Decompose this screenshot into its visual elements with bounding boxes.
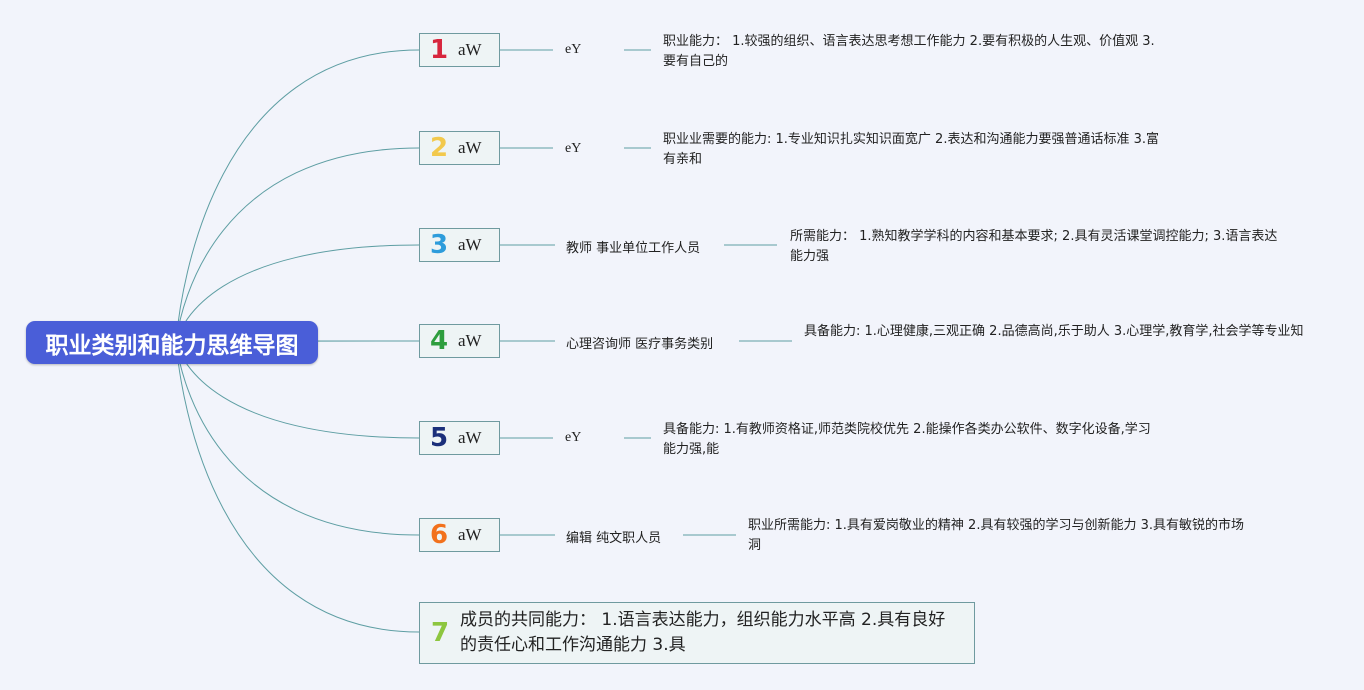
branch-label: aW bbox=[458, 428, 482, 447]
desc-node-6[interactable]: 职业所需能力: 1.具有爱岗敬业的精神 2.具有较强的学习与创新能力 3.具有敏… bbox=[748, 518, 1244, 553]
desc-node-5[interactable]: 具备能力: 1.有教师资格证,师范类院校优先 2.能操作各类办公软件、数字化设备… bbox=[663, 422, 1151, 457]
branch-label: aW bbox=[458, 235, 482, 254]
branch-connector bbox=[175, 341, 420, 633]
branch-connector bbox=[175, 341, 420, 536]
branch-label: aW bbox=[458, 525, 482, 544]
branch-node-7[interactable]: 7 成员的共同能力： 1.语言表达能力，组织能力水平高 2.具有良好的责任心和工… bbox=[419, 602, 975, 664]
desc-node-3[interactable]: 所需能力： 1.熟知教学学科的内容和基本要求; 2.具有灵活课堂调控能力; 3.… bbox=[790, 229, 1278, 264]
root-node[interactable]: 职业类别和能力思维导图 bbox=[26, 321, 318, 364]
sub-node-6[interactable]: 编辑 纯文职人员 bbox=[566, 531, 662, 546]
desc-node-1[interactable]: 职业能力： 1.较强的组织、语言表达思考想工作能力 2.要有积极的人生观、价值观… bbox=[663, 34, 1155, 69]
sub-node-1[interactable]: eY bbox=[565, 42, 582, 57]
branch-connector bbox=[175, 147, 420, 343]
branch-node-5[interactable]: 5 aW bbox=[419, 421, 500, 455]
number-7-icon: 7 bbox=[430, 618, 450, 648]
branch-node-3[interactable]: 3 aW bbox=[419, 228, 500, 262]
number-3-icon: 3 bbox=[429, 230, 449, 260]
desc-node-2[interactable]: 职业业需要的能力: 1.专业知识扎实知识面宽广 2.表达和沟通能力要强普通话标准… bbox=[663, 132, 1159, 167]
branch-7-text: 成员的共同能力： 1.语言表达能力，组织能力水平高 2.具有良好的责任心和工作沟… bbox=[460, 610, 946, 655]
sub-node-5[interactable]: eY bbox=[565, 430, 582, 445]
desc-node-4[interactable]: 具备能力: 1.心理健康,三观正确 2.品德高尚,乐于助人 3.心理学,教育学,… bbox=[804, 324, 1304, 339]
sub-node-4[interactable]: 心理咨询师 医疗事务类别 bbox=[566, 337, 714, 352]
branch-node-1[interactable]: 1 aW bbox=[419, 33, 500, 67]
number-2-icon: 2 bbox=[429, 133, 449, 163]
number-6-icon: 6 bbox=[429, 520, 449, 550]
branch-connector bbox=[175, 49, 420, 343]
sub-node-2[interactable]: eY bbox=[565, 141, 582, 156]
branch-node-4[interactable]: 4 aW bbox=[419, 324, 500, 358]
branch-label: aW bbox=[458, 40, 482, 59]
branch-node-2[interactable]: 2 aW bbox=[419, 131, 500, 165]
number-5-icon: 5 bbox=[429, 423, 449, 453]
number-1-icon: 1 bbox=[429, 35, 449, 65]
branch-node-6[interactable]: 6 aW bbox=[419, 518, 500, 552]
branch-label: aW bbox=[458, 331, 482, 350]
number-4-icon: 4 bbox=[429, 326, 449, 356]
branch-label: aW bbox=[458, 138, 482, 157]
sub-node-3[interactable]: 教师 事业单位工作人员 bbox=[566, 241, 701, 256]
root-title: 职业类别和能力思维导图 bbox=[45, 332, 299, 359]
